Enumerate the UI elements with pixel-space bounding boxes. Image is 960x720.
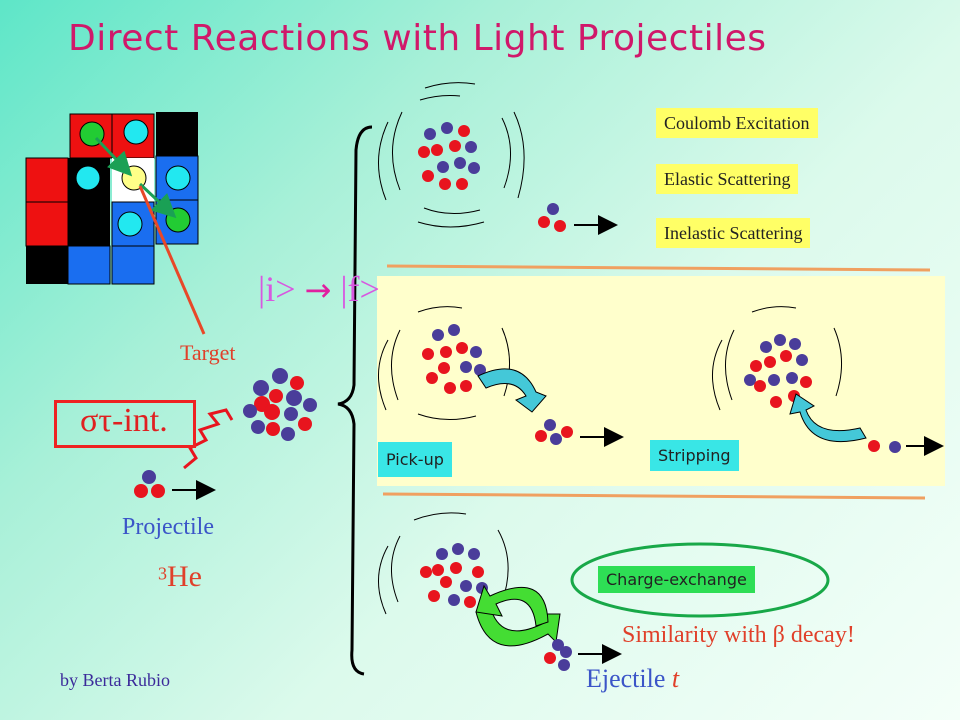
projectile-nucleus [134, 470, 216, 500]
projectile-label: Projectile [122, 514, 214, 540]
isotope-symbol: He [167, 560, 202, 593]
channel-brace [337, 125, 373, 676]
target-nucleus [243, 368, 317, 441]
projectile-isotope: 3He [158, 560, 202, 594]
ejectile-symbol: t [671, 664, 680, 693]
transition-label: |i> → |f> [258, 268, 380, 310]
inelastic-scattering-label: Inelastic Scattering [656, 218, 811, 248]
elastic-scattering-label: Elastic Scattering [656, 164, 799, 194]
transition-arrow: → [304, 271, 332, 309]
pickup-label: Pick-up [378, 442, 452, 477]
target-pointer-arrow [138, 185, 206, 335]
charge-exchange-channel [377, 512, 622, 671]
stripping-channel [711, 306, 944, 456]
charge-exchange-highlight [570, 542, 830, 618]
target-label: Target [180, 340, 236, 365]
divider-bottom [382, 492, 926, 500]
isotope-mass-number: 3 [158, 563, 167, 584]
interaction-squiggle [183, 408, 234, 470]
ejectile-word: Ejectile [586, 664, 666, 693]
initial-state: |i> [258, 269, 296, 309]
page-title: Direct Reactions with Light Projectiles [68, 18, 767, 59]
interaction-box [54, 400, 196, 448]
divider-top [386, 264, 931, 272]
charge-exchange-label: Charge-exchange [598, 566, 755, 593]
interaction-label: στ-int. [80, 402, 168, 439]
similarity-text: Similarity with β decay! [622, 622, 855, 648]
coulomb-excitation-label: Coulomb Excitation [656, 108, 818, 138]
ejectile-label: Ejectile t [586, 664, 679, 694]
pickup-channel [377, 306, 624, 447]
stripping-label: Stripping [650, 440, 739, 471]
final-state: |f> [340, 269, 380, 309]
inelastic-channel [378, 82, 618, 235]
author-credit: by Berta Rubio [60, 670, 170, 690]
